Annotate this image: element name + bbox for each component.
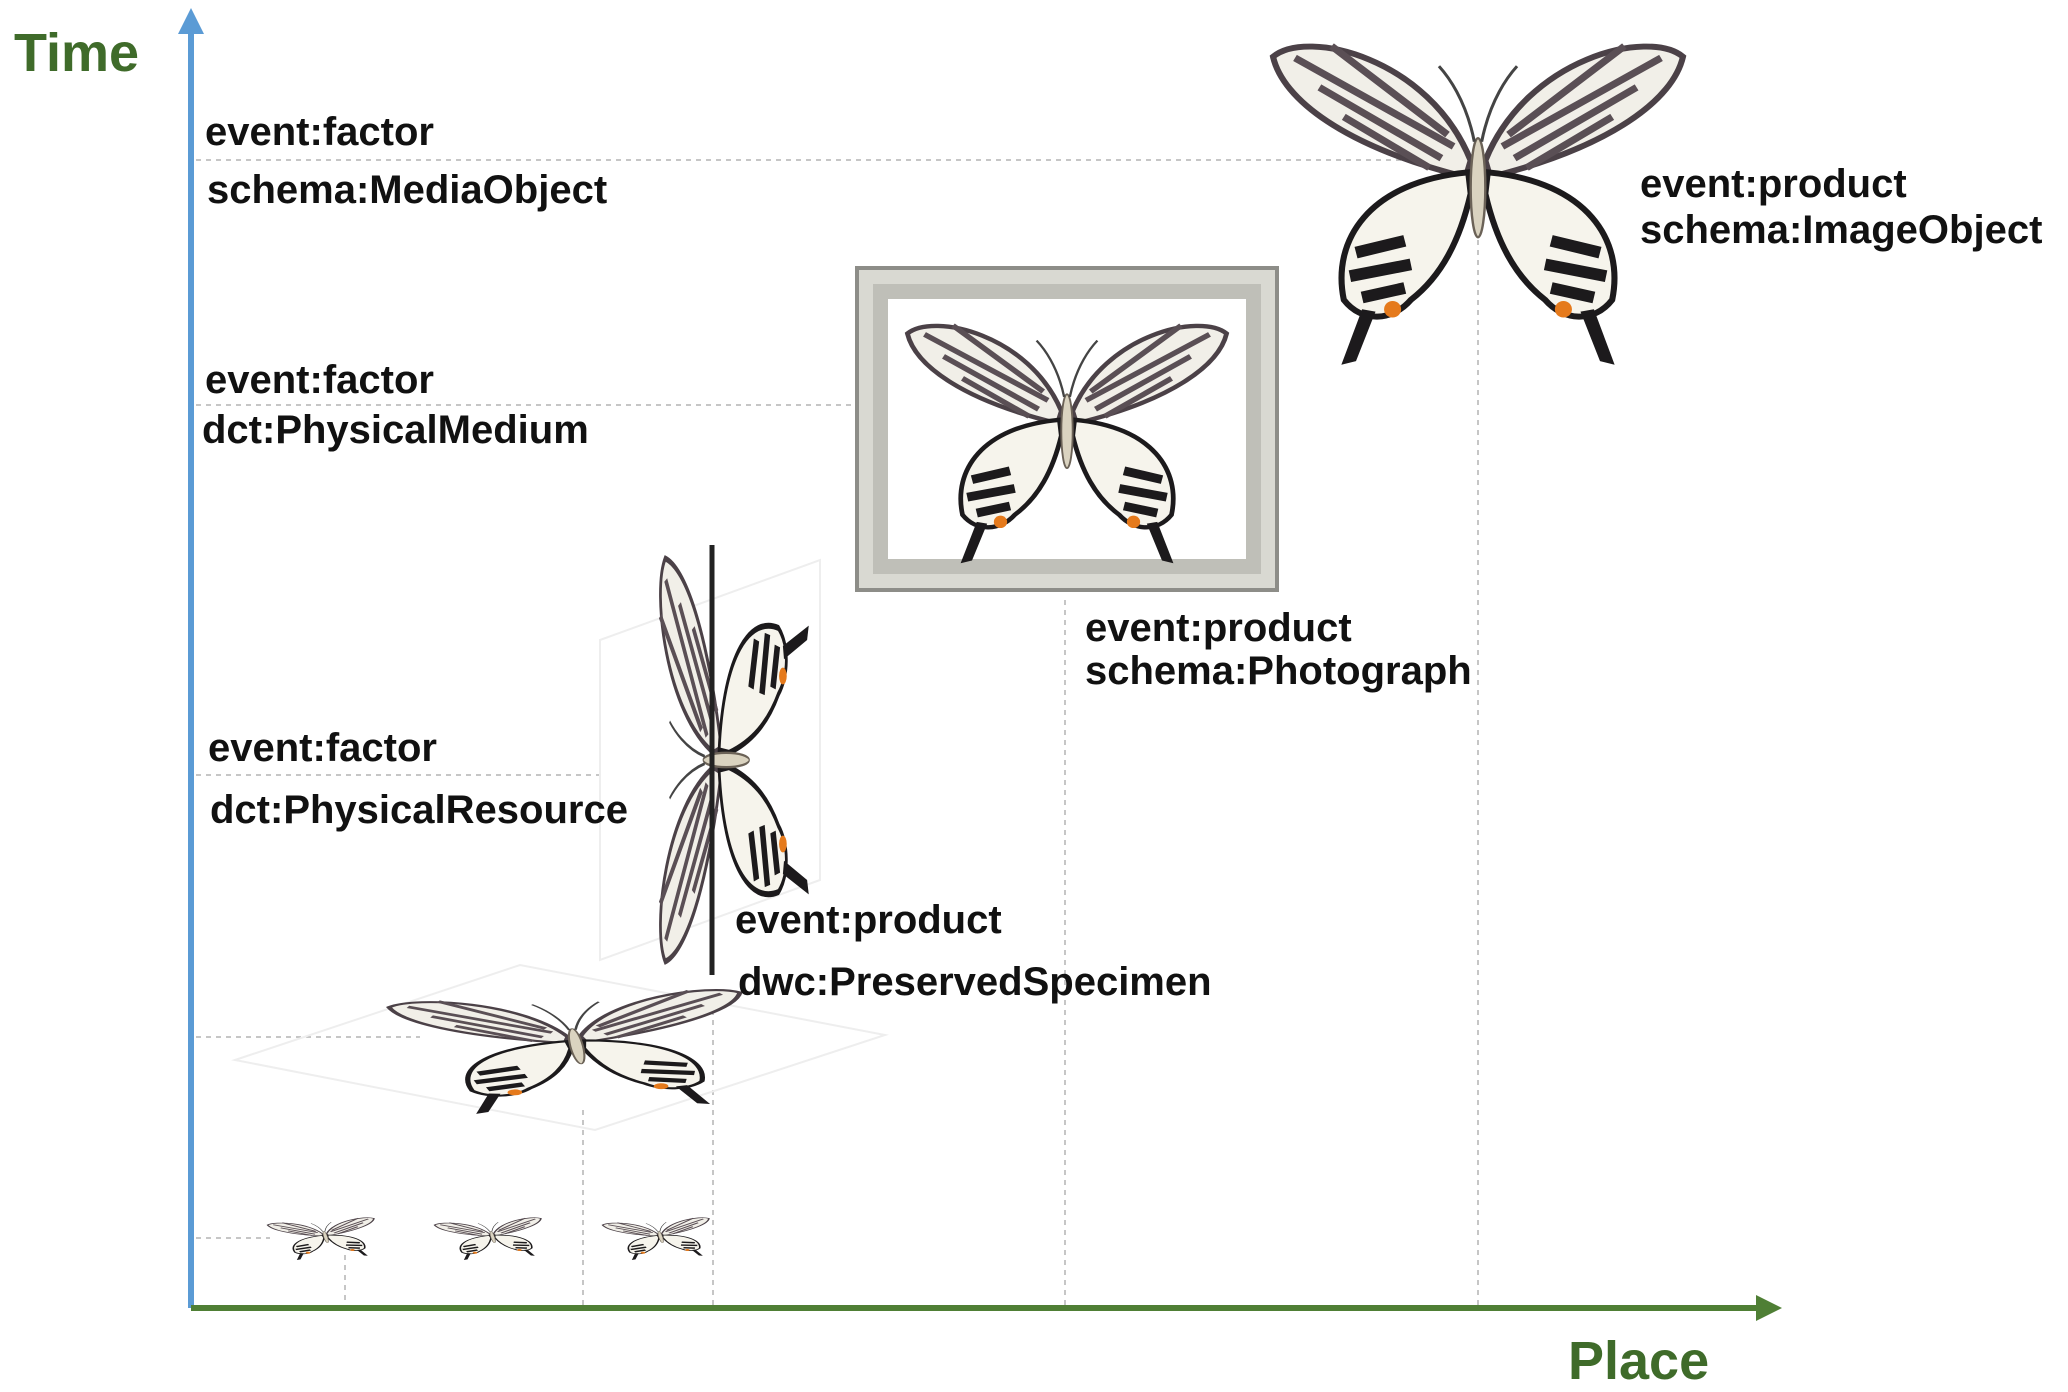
butterfly-icon-flying-2 (434, 1217, 552, 1261)
place-axis (191, 1295, 1782, 1321)
product-class-image-object: schema:ImageObject (1640, 210, 2042, 250)
factor-class-media-object: schema:MediaObject (207, 170, 607, 210)
time-axis-label: Time (14, 22, 139, 84)
factor-label-media-object: event:factor (205, 112, 434, 152)
butterfly-icon-digital-image (1273, 46, 1683, 365)
butterfly-icon-flying-1 (267, 1217, 385, 1261)
factor-class-physical-medium: dct:PhysicalMedium (202, 410, 589, 450)
factor-label-physical-medium: event:factor (205, 360, 434, 400)
product-class-photograph: schema:Photograph (1085, 651, 1472, 691)
product-class-preserved-specimen: dwc:PreservedSpecimen (738, 962, 1212, 1002)
butterfly-icon-photograph-framed (857, 268, 1277, 590)
factor-class-physical-resource: dct:PhysicalResource (210, 790, 628, 830)
product-label-image-object: event:product (1640, 164, 1907, 204)
time-axis (178, 8, 204, 1308)
product-label-photograph: event:product (1085, 608, 1352, 648)
product-label-preserved-specimen: event:product (735, 900, 1002, 940)
factor-label-physical-resource: event:factor (208, 728, 437, 768)
butterfly-icon-flying-3 (602, 1217, 720, 1261)
